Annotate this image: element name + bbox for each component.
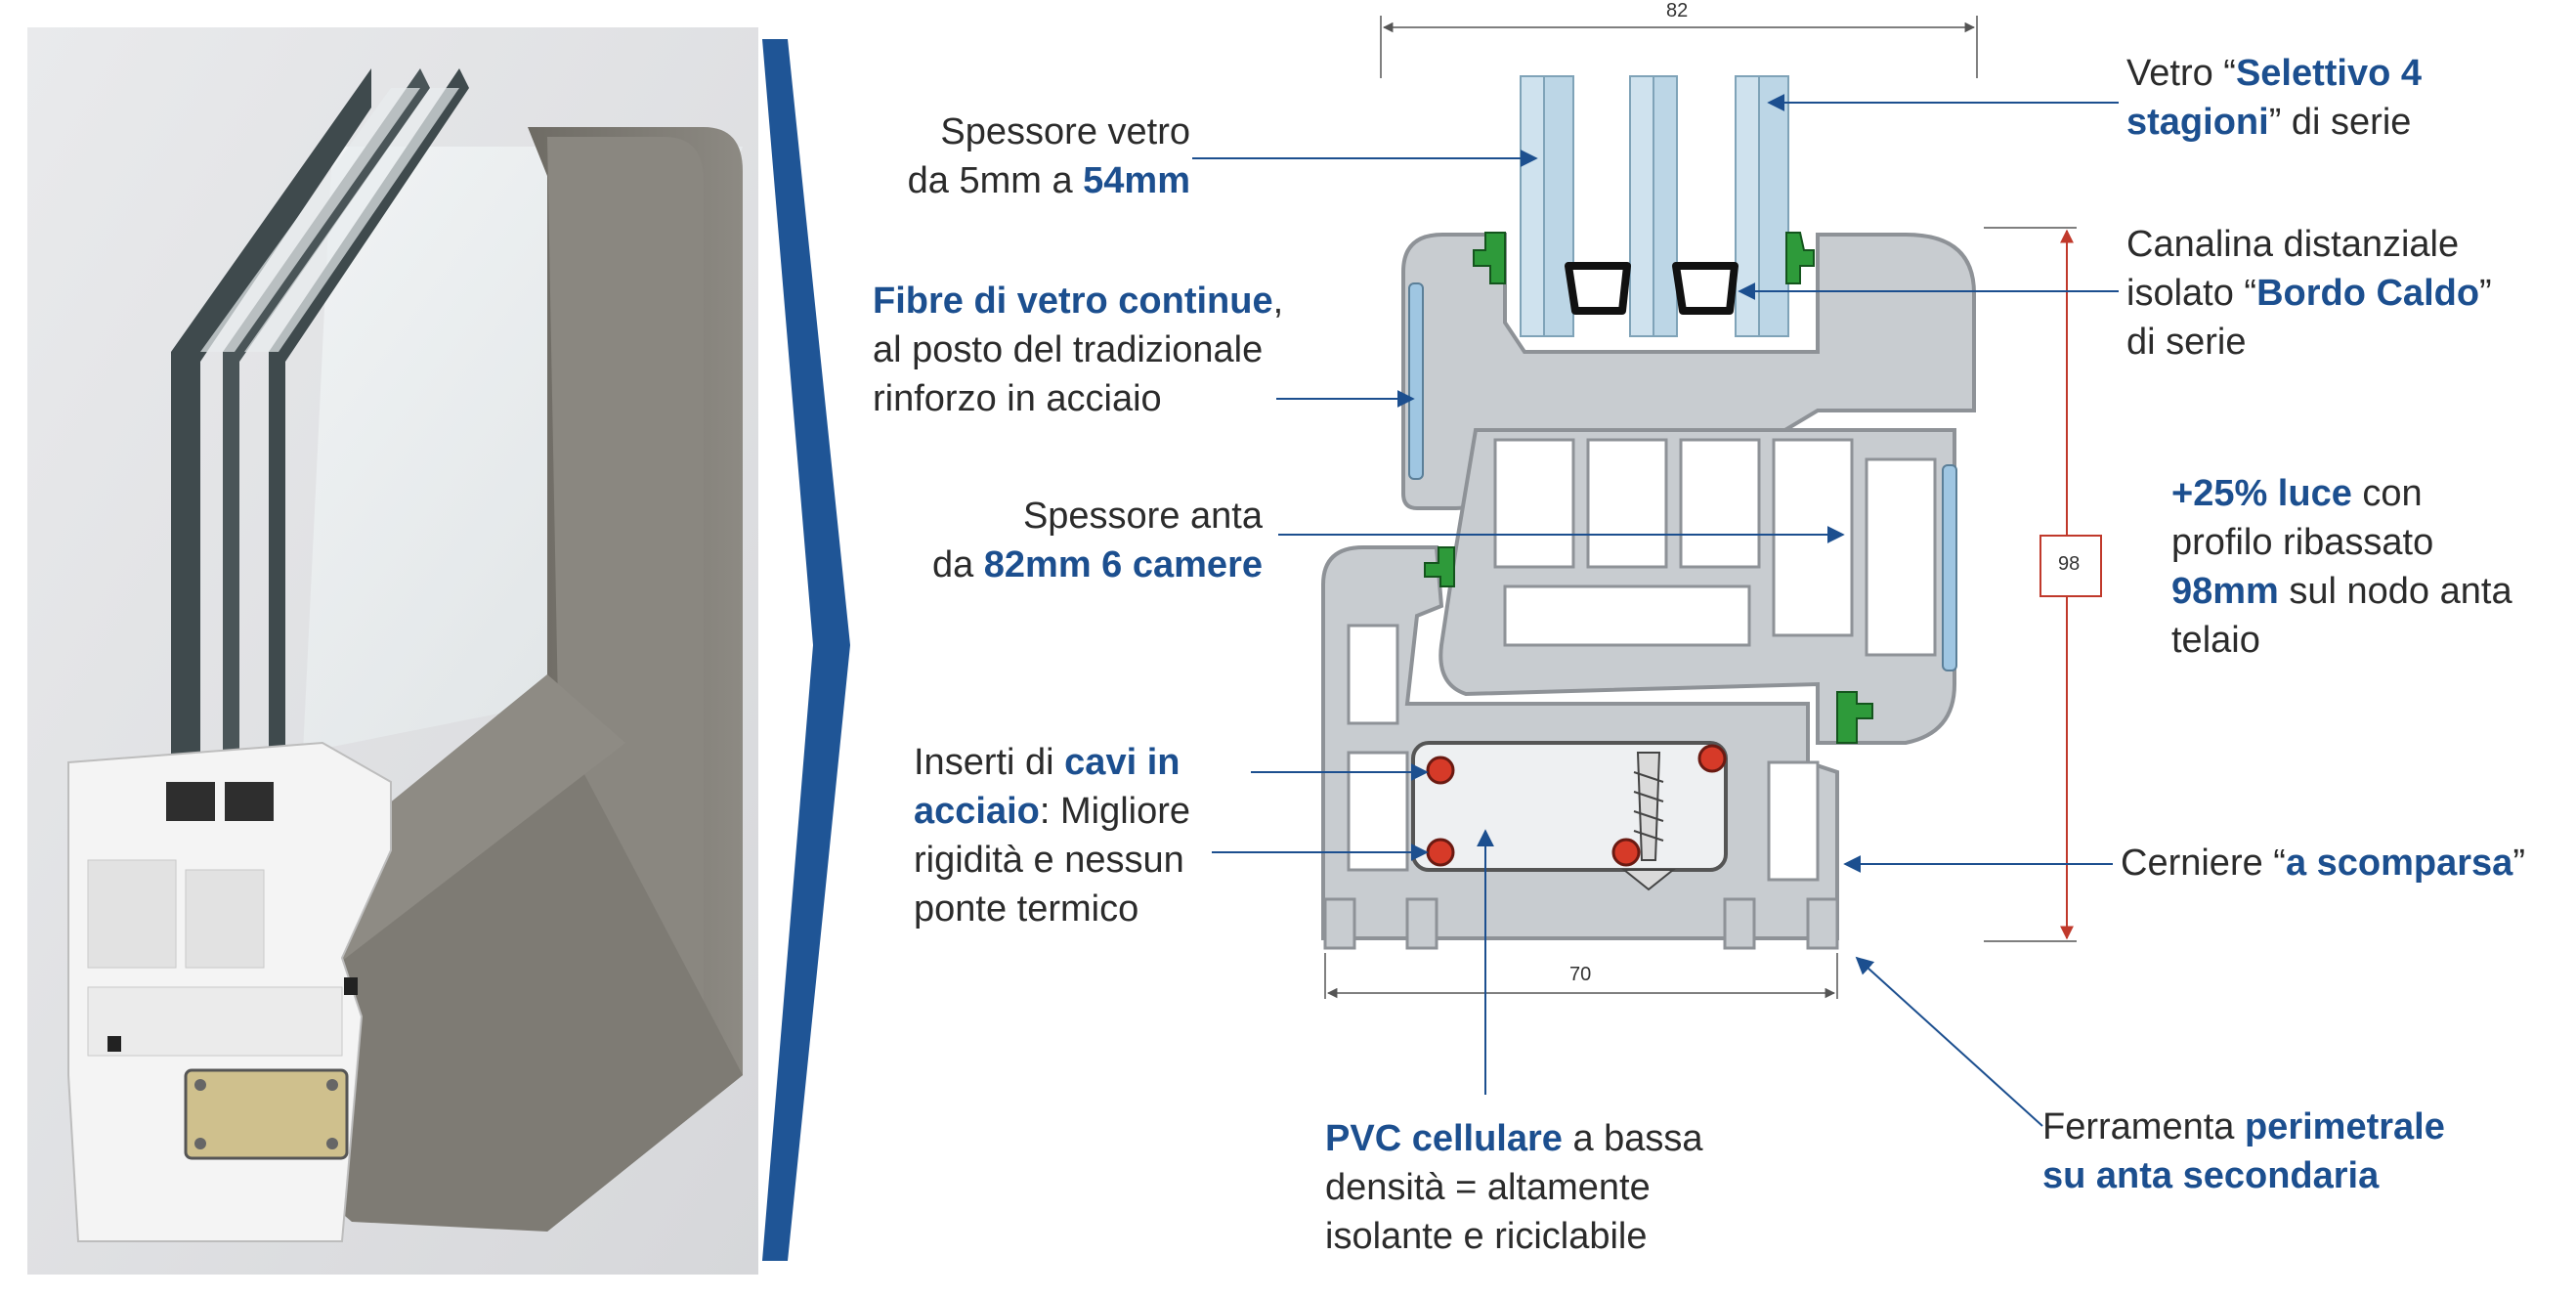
label-spessore-vetro: Spessore vetro da 5mm a 54mm (907, 111, 1190, 201)
label-luce: +25% luce con profilo ribassato 98mm sul… (2171, 473, 2512, 661)
label-canalina-distanziale: Canalina distanziale isolato “Bordo Cald… (2126, 224, 2492, 363)
label-vetro-selettivo: Vetro “Selettivo 4 stagioni” di serie (2126, 53, 2423, 143)
label-cerniere: Cerniere “a scomparsa” (2121, 843, 2525, 884)
profile-section (1321, 75, 1976, 950)
label-pvc-cellulare: PVC cellulare a bassa densità = altament… (1325, 1118, 1703, 1257)
label-spessore-anta: Spessore anta da 82mm 6 camere (931, 496, 1263, 585)
label-fibre-vetro: Fibre di vetro continue, al posto del tr… (873, 281, 1284, 419)
dimension-side-red (2039, 229, 2102, 940)
dimension-bottom-label: 70 (1569, 964, 1592, 985)
label-ferramenta: Ferramenta perimetrale su anta secondari… (2042, 1106, 2445, 1196)
dimension-side-label: 98 (2058, 553, 2081, 575)
leader-lines (1192, 94, 2119, 1127)
divider-chevron (762, 39, 850, 1261)
window-photo (27, 27, 758, 1275)
dimension-lines (1324, 16, 2077, 999)
dimension-top-label: 82 (1666, 0, 1689, 22)
label-inserti-acciaio: Inserti di cavi in acciaio: Migliore rig… (914, 742, 1191, 930)
